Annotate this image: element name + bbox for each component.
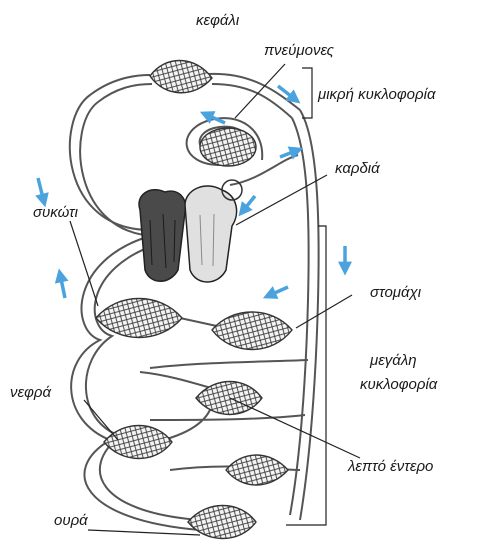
kidney-capillary-bed (104, 426, 172, 459)
arrow-icon (268, 287, 288, 296)
head-label: κεφάλι (196, 12, 239, 30)
blood-vessels (70, 74, 319, 530)
kidneys-label: νεφρά (10, 384, 51, 402)
arrow-icon (60, 274, 65, 298)
heart-icon (139, 180, 242, 282)
head-capillary-bed (150, 60, 212, 92)
arrow-icon (38, 178, 44, 202)
liver-capillary-bed (96, 299, 182, 338)
lung-capillary-bed (200, 128, 256, 166)
small-intestine-label: λεπτό έντερο (348, 458, 433, 476)
arrow-icon (242, 196, 255, 212)
tail-label: ουρά (54, 512, 88, 530)
large-circulation-label-line2: κυκλοφορία (360, 376, 437, 394)
lower-right-capillary-bed (226, 455, 288, 485)
arrow-icon (278, 86, 296, 100)
large-circulation-label-line1: μεγάλη (370, 352, 417, 370)
stomach-label: στομάχι (370, 284, 421, 302)
heart-label: καρδιά (335, 160, 380, 178)
stomach-capillary-bed (212, 312, 292, 350)
tail-capillary-bed (188, 506, 256, 539)
lungs-label: πνεύμονες (264, 42, 334, 60)
small-circulation-label: μικρή κυκλοφορία (318, 86, 436, 104)
liver-label: συκώτι (33, 204, 78, 222)
